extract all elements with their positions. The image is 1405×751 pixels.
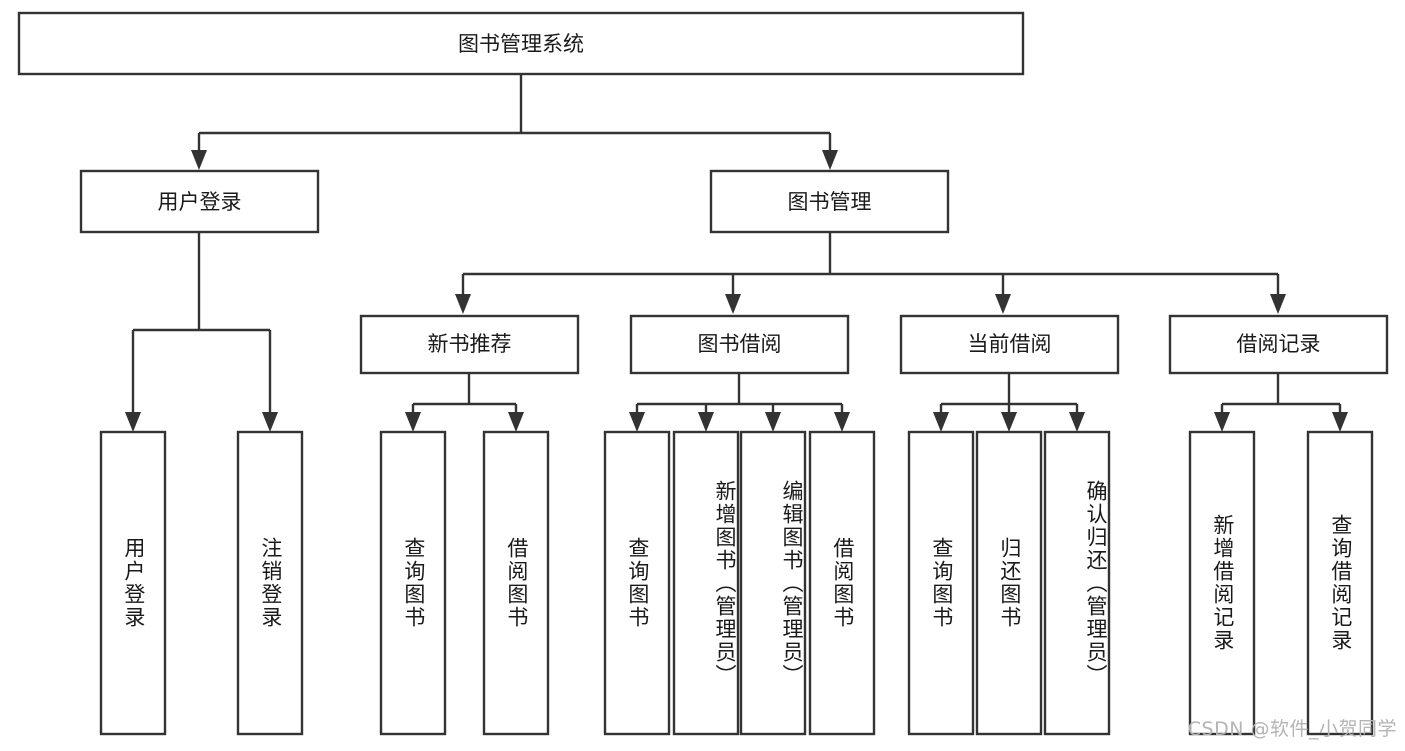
leaf-box-user-login[interactable] [99,430,167,736]
node-current-borrow-box[interactable] [899,314,1120,375]
leaf-box-borrow-book-2[interactable] [808,430,876,736]
leaf-box-query-book-2[interactable] [603,430,671,736]
leaf-box-add-book[interactable] [672,430,740,736]
node-book-manage[interactable]: 图书管理 [709,169,950,234]
node-new-book-recommend[interactable]: 新书推荐 [359,314,580,375]
node-user-login-box[interactable] [79,169,320,234]
node-current-borrow[interactable]: 当前借阅 [899,314,1120,375]
node-user-login-label: 用户登录 [158,190,242,214]
leaf-boxes [99,430,1374,736]
connectors-new-book-recommend-to-leaves [405,373,524,432]
arrow-leaf-query-book-2 [629,412,645,432]
node-new-book-recommend-label: 新书推荐 [428,332,512,356]
arrow-leaf-add-record [1214,412,1230,432]
csdn-watermark: CSDN @软件_小贺同学 [1187,718,1397,740]
arrow-new-book-recommend [455,294,471,314]
leaf-box-query-book-1[interactable] [379,430,447,736]
arrow-leaf-return-book [1001,412,1017,432]
arrow-leaf-logout-login [262,412,278,432]
node-book-borrow-box[interactable] [629,314,850,375]
leaf-box-logout-login[interactable] [236,430,304,736]
node-borrow-record[interactable]: 借阅记录 [1168,314,1389,375]
arrow-leaf-borrow-book-1 [508,412,524,432]
arrow-leaf-query-record [1332,412,1348,432]
arrow-leaf-add-book [698,412,714,432]
leaf-box-borrow-book-1[interactable] [482,430,550,736]
arrow-book-borrow [725,294,741,314]
connectors-user-login-to-leaves [125,232,278,432]
connectors-root-to-level2 [191,74,838,170]
node-root-label: 图书管理系统 [458,32,584,56]
node-book-manage-label: 图书管理 [788,190,872,214]
node-book-borrow[interactable]: 图书借阅 [629,314,850,375]
arrow-leaf-edit-book [765,412,781,432]
connectors-current-borrow-to-leaves [933,373,1085,432]
node-root-box[interactable] [17,11,1025,76]
leaf-box-query-book-3[interactable] [907,430,975,736]
leaf-box-query-record[interactable] [1306,430,1374,736]
node-book-manage-box[interactable] [709,169,950,234]
node-user-login[interactable]: 用户登录 [79,169,320,234]
arrow-user-login [191,150,207,170]
node-current-borrow-label: 当前借阅 [968,332,1052,356]
leaf-box-return-book[interactable] [975,430,1043,736]
arrow-leaf-confirm-return [1069,412,1085,432]
leaf-box-confirm-return[interactable] [1043,430,1111,736]
leaf-box-edit-book[interactable] [739,430,807,736]
arrow-leaf-user-login [125,412,141,432]
connectors-book-manage-to-level3 [455,232,1286,314]
arrow-leaf-query-book-1 [405,412,421,432]
arrow-current-borrow [995,294,1011,314]
arrow-leaf-query-book-3 [933,412,949,432]
node-new-book-recommend-box[interactable] [359,314,580,375]
leaf-box-add-record[interactable] [1188,430,1256,736]
arrow-book-manage [822,150,838,170]
connectors-borrow-record-to-leaves [1214,373,1348,432]
node-borrow-record-label: 借阅记录 [1237,332,1321,356]
arrow-borrow-record [1270,294,1286,314]
node-root[interactable]: 图书管理系统 [17,11,1025,76]
connectors-book-borrow-to-leaves [629,373,850,432]
arrow-leaf-borrow-book-2 [834,412,850,432]
node-borrow-record-box[interactable] [1168,314,1389,375]
node-book-borrow-label: 图书借阅 [698,332,782,356]
